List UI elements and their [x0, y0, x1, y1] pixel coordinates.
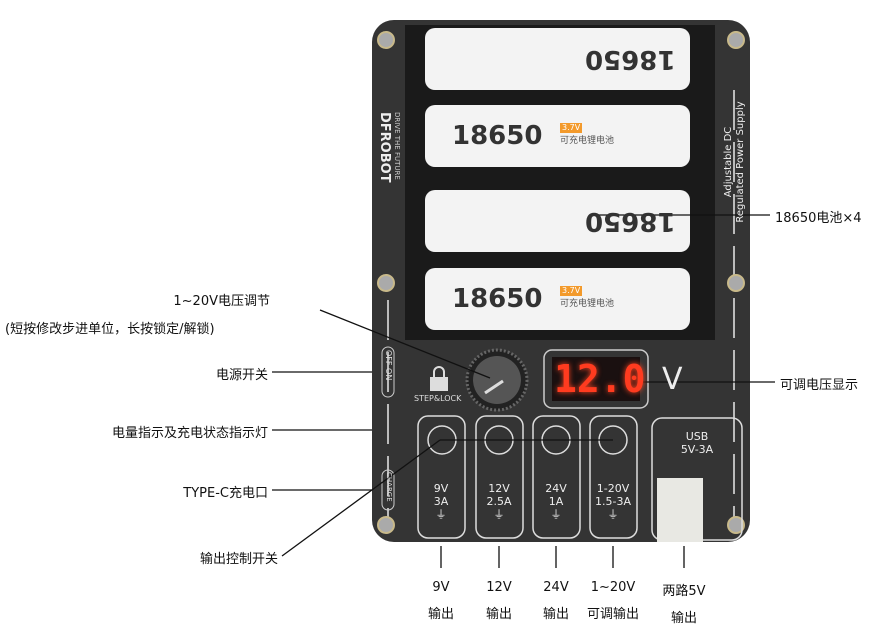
- plug-icon: ⏚: [607, 508, 619, 521]
- callout-batteries: 18650电池×4: [775, 211, 862, 226]
- battery-voltage: 3.7V: [560, 286, 583, 296]
- display-frame: [543, 349, 649, 409]
- battery-text: 可充电锂电池: [560, 136, 615, 146]
- display-unit: V: [662, 362, 683, 397]
- callout-typec: TYPE-C充电口: [183, 486, 268, 501]
- battery-4-label: 18650: [452, 284, 543, 314]
- callout-power-switch: 电源开关: [215, 368, 268, 383]
- knob-icon: [465, 348, 529, 412]
- battery-3-label: 18650: [585, 206, 676, 236]
- charge-port-label: CHARGE: [385, 472, 393, 502]
- callout-voltage-adjust-note: (短按修改步进单位，长按锁定/解锁): [5, 322, 215, 337]
- screw-icons: [377, 31, 745, 534]
- step-lock-label: STEP&LOCK: [414, 394, 462, 403]
- lock-icon: [430, 366, 448, 391]
- leader-lines: [272, 214, 775, 568]
- power-switch[interactable]: OFF ON: [384, 350, 393, 381]
- plug-icon: ⏚: [550, 508, 562, 521]
- slogan: DRIVE THE FUTURE: [393, 112, 401, 180]
- plug-icon: ⏚: [435, 508, 447, 521]
- plug-icon: ⏚: [493, 508, 505, 521]
- callout-indicator: 电量指示及充电状态指示灯: [111, 426, 268, 441]
- battery-voltage: 3.7V: [560, 123, 583, 133]
- battery-2-label: 18650: [452, 121, 543, 151]
- brand-logo: DFROBOT: [377, 112, 392, 183]
- batteries: [425, 28, 690, 330]
- callout-display: 可调电压显示: [780, 378, 859, 393]
- callout-output-control: 输出控制开关: [199, 552, 278, 567]
- voltage-display: 12.0: [554, 357, 646, 401]
- battery-text: 可充电锂电池: [560, 299, 615, 309]
- battery-1-label: 18650: [585, 44, 676, 74]
- callout-voltage-adjust: 1~20V电压调节: [173, 294, 270, 309]
